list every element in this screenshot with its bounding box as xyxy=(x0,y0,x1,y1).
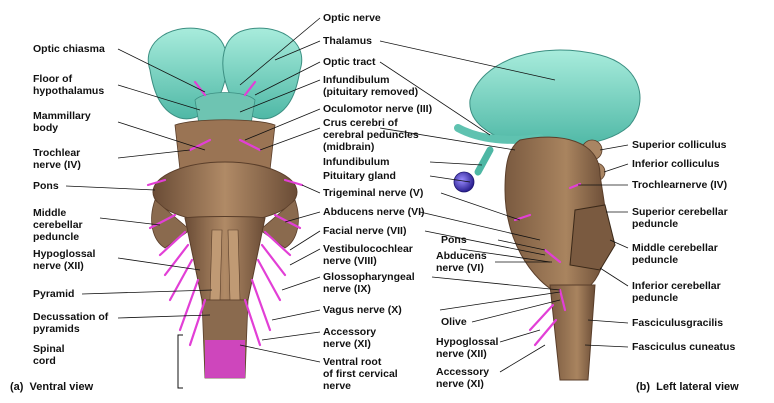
label-vagus-nerve: Vagus nerve (X) xyxy=(323,304,402,316)
label-vestibulocochlear-nerve: Vestibulocochlear nerve (VIII) xyxy=(323,243,413,267)
medulla-lateral xyxy=(549,284,596,381)
label-hypoglossal-nerve: Hypoglossal nerve (XII) xyxy=(33,248,96,272)
label-middle-cerebellar-peduncle-lateral: Middle cerebellar peduncle xyxy=(632,242,718,266)
leader-lines xyxy=(65,17,629,373)
label-pons-lateral: Pons xyxy=(441,234,467,246)
label-ventral-root-first-cervical-nerve: Ventral root of first cervical nerve xyxy=(323,356,398,392)
caption-ventral-view: (a) Ventral view xyxy=(10,381,94,393)
label-abducens-nerve-lateral: Abducens nerve (VI) xyxy=(436,250,487,274)
label-trigeminal-nerve: Trigeminal nerve (V) xyxy=(323,187,424,199)
label-thalamus: Thalamus xyxy=(323,35,373,47)
thalamus-lateral xyxy=(469,49,641,147)
label-olive: Olive xyxy=(441,316,467,328)
pons xyxy=(152,161,298,223)
label-crus-cerebri: Crus cerebri of cerebral peduncles (midb… xyxy=(323,117,419,153)
label-trochlear-nerve: Trochlear nerve (IV) xyxy=(33,147,81,171)
label-mammillary-body: Mammillary body xyxy=(33,110,91,134)
label-trochlear-nerve-lateral: Trochlearnerve (IV) xyxy=(632,179,728,191)
label-inferior-cerebellar-peduncle: Inferior cerebellar peduncle xyxy=(632,280,721,304)
label-optic-tract: Optic tract xyxy=(323,56,376,68)
spinal-cord-roots xyxy=(205,340,245,378)
label-glossopharyngeal-nerve: Glossopharyngeal nerve (IX) xyxy=(323,271,415,295)
pituitary-gland xyxy=(453,171,475,193)
label-optic-chiasma: Optic chiasma xyxy=(33,43,105,55)
lateral-view xyxy=(453,49,641,381)
cranial-nerves xyxy=(146,80,304,347)
label-fasciculus-cuneatus: Fasciculus cuneatus xyxy=(632,341,736,353)
label-accessory-nerve-lateral: Accessory nerve (XI) xyxy=(436,366,490,390)
label-hypoglossal-nerve-lateral: Hypoglossal nerve (XII) xyxy=(436,336,499,360)
label-superior-colliculus: Superior colliculus xyxy=(632,139,727,151)
label-spinal-cord: Spinal cord xyxy=(33,343,65,367)
label-fasciculus-gracilis: Fasciculusgracilis xyxy=(632,317,724,329)
label-optic-nerve: Optic nerve xyxy=(323,12,381,24)
label-pons: Pons xyxy=(33,180,59,192)
crus-cerebri xyxy=(174,119,276,171)
pyramid-right xyxy=(227,229,241,301)
pyramid-left xyxy=(209,229,223,301)
label-pyramid: Pyramid xyxy=(33,288,75,300)
label-facial-nerve: Facial nerve (VII) xyxy=(323,225,407,237)
label-infundibulum: Infundibulum xyxy=(323,156,390,168)
ventral-view xyxy=(146,27,304,389)
label-middle-cerebellar-peduncle: Middle cerebellar peduncle xyxy=(33,207,83,243)
label-abducens-nerve: Abducens nerve (VI) xyxy=(323,206,425,218)
label-superior-cerebellar-peduncle: Superior cerebellar peduncle xyxy=(632,206,728,230)
medulla xyxy=(184,216,266,301)
label-decussation-of-pyramids: Decussation of pyramids xyxy=(33,311,109,335)
label-accessory-nerve: Accessory nerve (XI) xyxy=(323,326,377,350)
label-infundibulum-pituitary-removed: Infundibulum (pituitary removed) xyxy=(323,74,419,98)
cerebellar-peduncle-cut xyxy=(569,204,616,271)
label-inferior-colliculus: Inferior colliculus xyxy=(632,158,720,170)
label-oculomotor-nerve: Oculomotor nerve (III) xyxy=(323,103,433,115)
caption-left-lateral-view: (b) Left lateral view xyxy=(636,381,739,393)
label-pituitary-gland: Pituitary gland xyxy=(323,170,396,182)
spinal-cord-bracket xyxy=(177,334,183,389)
infundibulum-lateral xyxy=(474,146,494,176)
label-floor-of-hypothalamus: Floor of hypothalamus xyxy=(33,73,105,97)
